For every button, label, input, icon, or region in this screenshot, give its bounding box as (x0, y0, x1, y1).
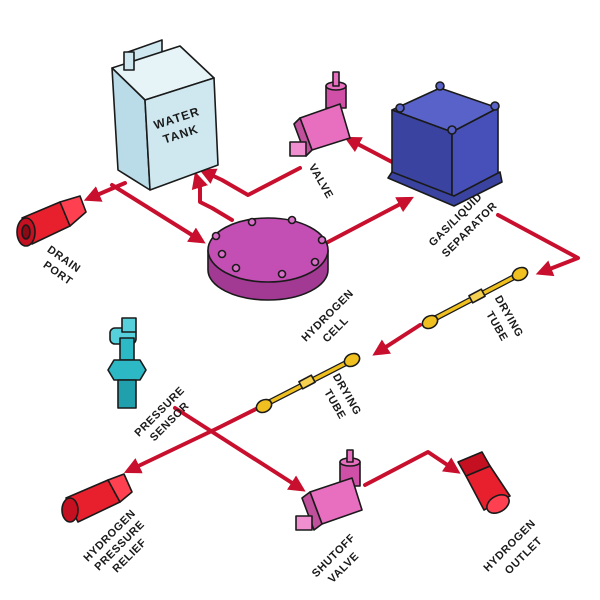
pipe-cell-to-separator (326, 196, 414, 244)
solenoid-valve-icon (289, 71, 351, 157)
pipe-junction-to-shutoff (173, 406, 306, 492)
tube-icon (421, 266, 529, 330)
drying-tube-lower[interactable]: DRYING TUBE (254, 351, 363, 422)
pipe-drying-tube-to-junction (216, 406, 260, 430)
pipe-separator-to-valve (344, 136, 394, 164)
pipes (83, 136, 580, 492)
pressure-sensor[interactable]: PRESSURE SENSOR (107, 317, 192, 444)
sensor-icon (107, 317, 147, 409)
fitting-icon (61, 473, 133, 523)
cell-disc-icon (207, 215, 329, 301)
gas-liquid-separator[interactable]: GAS/LIQUID SEPARATOR (387, 81, 503, 260)
hydrogen-pressure-relief[interactable]: HYDROGEN PRESSURE RELIEF (61, 473, 149, 575)
fitting-icon (457, 451, 511, 514)
pipe-tank-to-drain (83, 181, 127, 202)
hydrogen-cell[interactable]: HYDROGEN CELL (207, 215, 356, 346)
valve-label: VALVE (306, 162, 335, 201)
jerrycan-icon (111, 39, 219, 191)
pipe-tank-to-cell (110, 183, 206, 244)
tube-icon (255, 352, 361, 414)
drain-port[interactable]: DRAIN PORT (16, 195, 87, 288)
pipe-cell-to-tank (191, 171, 234, 222)
fitting-icon (16, 195, 87, 247)
pipe-separator-to-drying-tube (496, 213, 580, 277)
solenoid-valve-icon (295, 449, 363, 531)
pipe-valve-to-tank (198, 166, 302, 197)
drying-tube-upper[interactable]: DRYING TUBE (420, 265, 530, 344)
hydrogen-outlet[interactable]: HYDROGEN OUTLET (457, 451, 545, 577)
valve[interactable]: VALVE (289, 71, 351, 201)
pipe-drying-tube-to-drying-tube (372, 323, 422, 356)
pipe-shutoff-to-outlet (363, 450, 461, 487)
separator-block-icon (387, 81, 503, 207)
shutoff-valve[interactable]: SHUTOFF VALVE (295, 449, 363, 586)
water-tank[interactable]: WATER TANK (111, 39, 219, 191)
pipe-junction-to-relief (123, 426, 220, 474)
